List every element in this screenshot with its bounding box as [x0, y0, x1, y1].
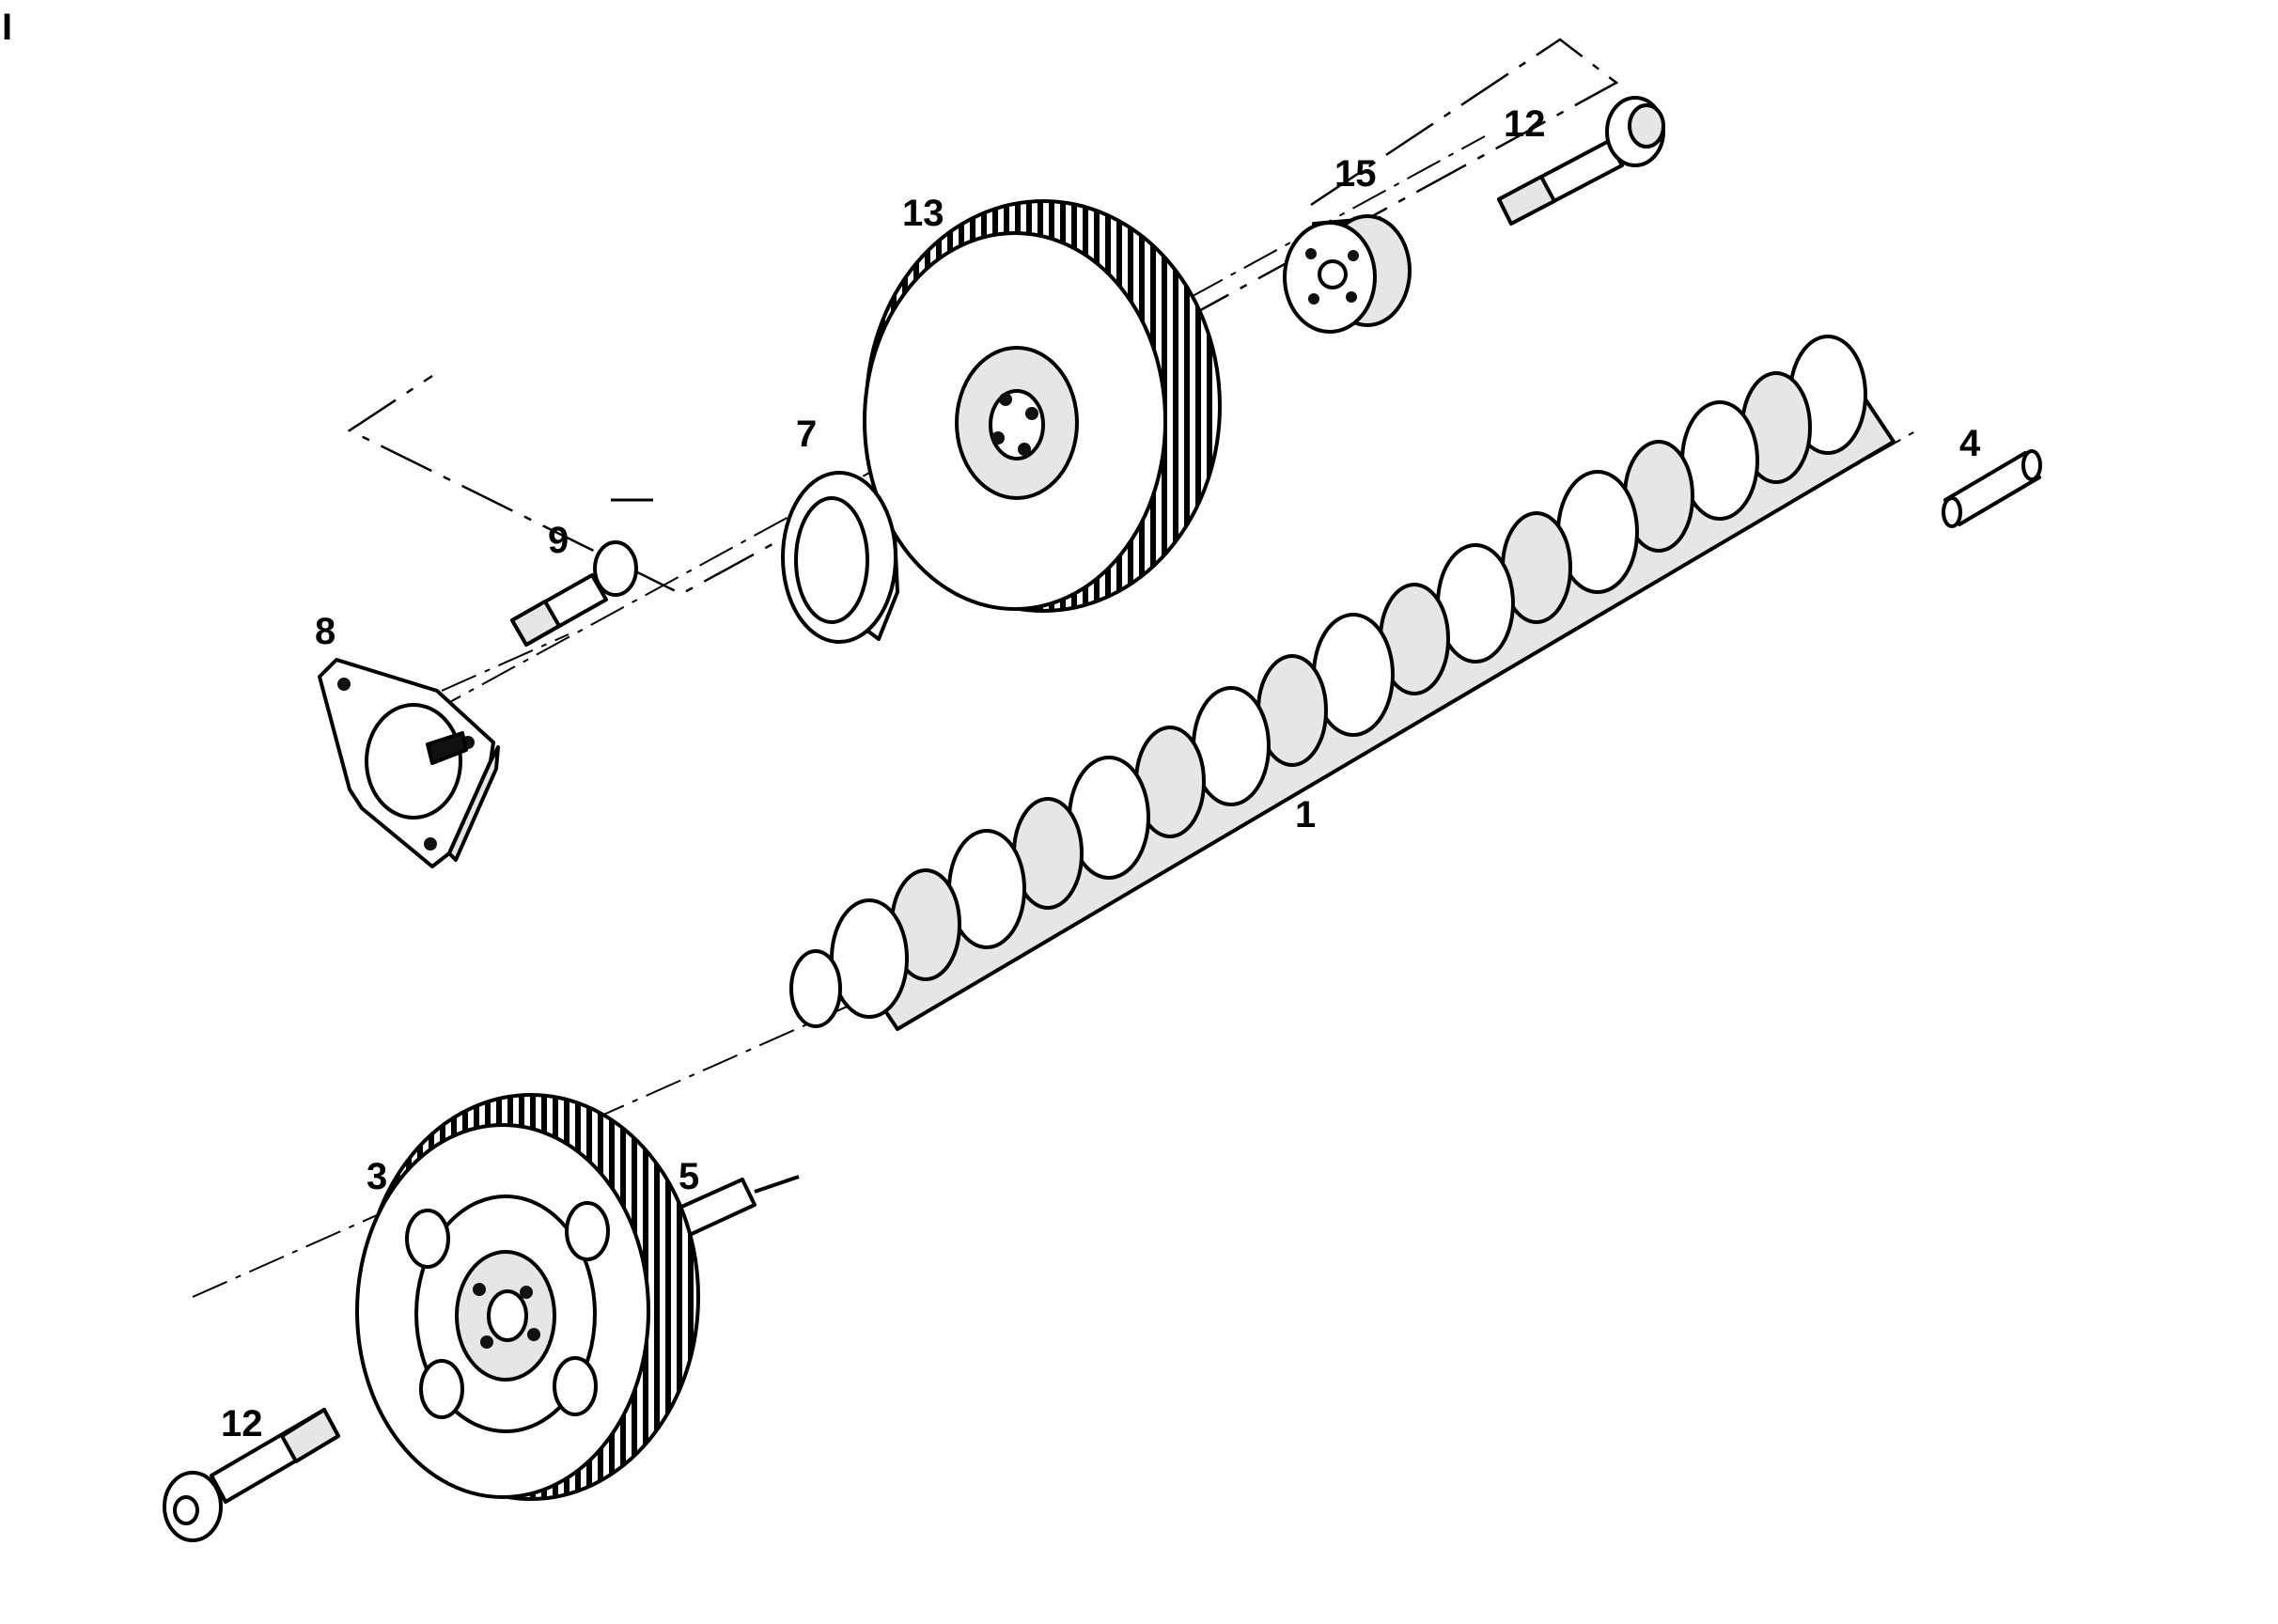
bolt-bottom — [163, 1408, 340, 1542]
callout-12-top: 12 — [1504, 103, 1546, 145]
dowel-pin-right — [1942, 449, 2042, 528]
callout-7: 7 — [796, 414, 817, 455]
callout-9: 9 — [548, 520, 569, 561]
callout-8: 8 — [315, 611, 335, 652]
camshaft-gear-top — [863, 199, 1222, 613]
callout-15: 15 — [1334, 153, 1377, 195]
axis-bolt9 — [441, 633, 570, 692]
thrust-plate — [318, 658, 500, 868]
bolt-top — [1497, 96, 1665, 226]
camshaft-lobes — [789, 335, 1867, 1028]
spacer-hub — [1283, 214, 1412, 334]
corner-mark: I — [2, 7, 12, 48]
callout-3: 3 — [367, 1156, 387, 1197]
callout-4: 4 — [1959, 423, 1981, 464]
camshaft-gear-bottom — [355, 1093, 700, 1501]
thrust-washer — [781, 471, 899, 644]
callout-5: 5 — [679, 1156, 699, 1197]
callout-13: 13 — [902, 193, 944, 234]
camshaft — [789, 335, 1896, 1031]
callout-1: 1 — [1295, 794, 1316, 835]
callout-12-bottom: 12 — [221, 1403, 263, 1444]
bolt-short — [510, 540, 638, 647]
